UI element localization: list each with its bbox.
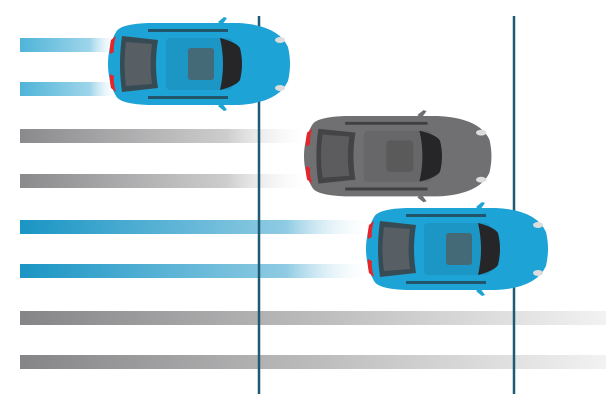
gray-car — [304, 110, 492, 203]
trail-blue-2b — [20, 264, 375, 278]
trail-gray-2a — [20, 311, 606, 325]
trail-gray-1a — [20, 129, 315, 143]
trail-blue-1b — [20, 82, 120, 96]
trail-gray-2b — [20, 355, 606, 369]
trail-gray-1b — [20, 174, 315, 188]
blue-car-2 — [366, 202, 548, 296]
trail-blue-2a — [20, 220, 375, 234]
blue-car-1 — [108, 17, 290, 111]
trail-blue-1a — [20, 38, 120, 52]
